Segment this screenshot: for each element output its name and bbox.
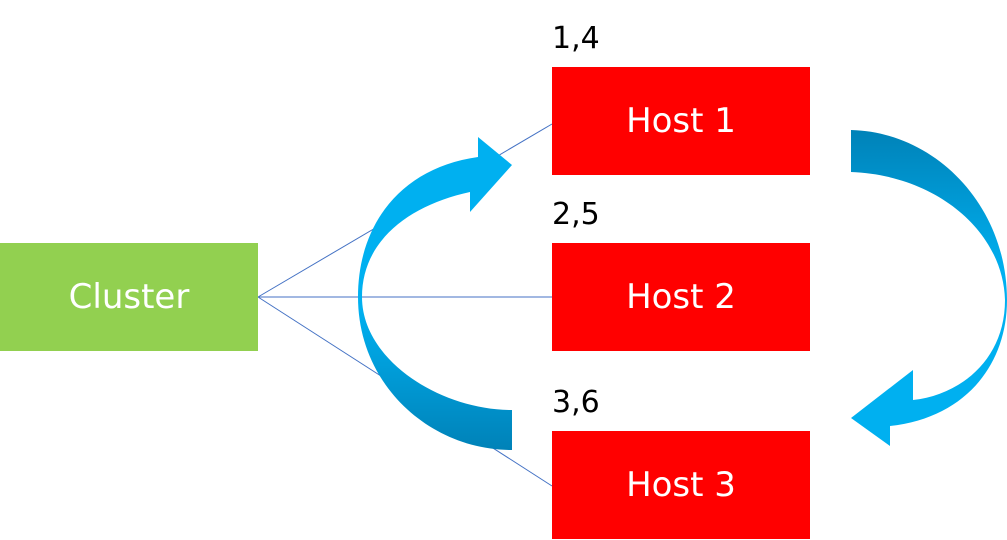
cluster-node: Cluster [0,243,258,351]
host-2-assignment: 2,5 [552,197,600,232]
host-3-assignment: 3,6 [552,385,600,420]
host-1-assignment: 1,4 [552,21,600,56]
host-2-node: Host 2 [552,243,810,351]
host-2-label: Host 2 [626,277,736,317]
host-1-label: Host 1 [626,101,736,141]
rotation-arrow-right-icon [851,130,1007,446]
host-1-node: Host 1 [552,67,810,175]
rotation-arrow-left-icon [358,137,512,450]
host-3-label: Host 3 [626,465,736,505]
cluster-label: Cluster [68,277,190,317]
host-3-node: Host 3 [552,431,810,539]
